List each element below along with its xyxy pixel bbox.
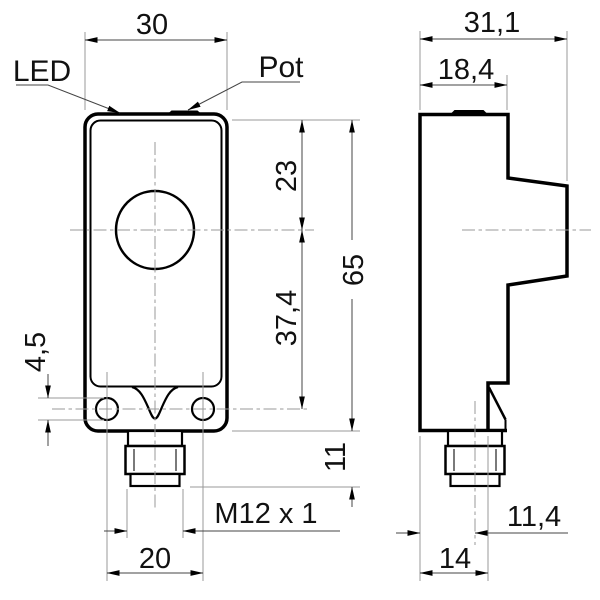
dim-connector-length-label: 11	[320, 442, 352, 472]
dim-hole-diameter-label: 4,5	[20, 332, 52, 372]
front-body	[83, 110, 229, 433]
front-centerlines	[52, 142, 314, 508]
front-housing-outline	[83, 112, 229, 433]
pot-leader	[187, 81, 300, 111]
dim-width-label: 30	[136, 9, 168, 41]
side-centerlines	[462, 229, 591, 545]
dim-connector-offset-label: 11,4	[507, 501, 561, 533]
front-dimension-lines	[45, 37, 355, 576]
dim-transducer-offset-label: 23	[271, 160, 303, 192]
front-extension-lines	[38, 32, 360, 581]
dim-bottom-depth-label: 14	[439, 543, 471, 575]
potentiometer-bump	[167, 110, 202, 115]
side-pot-bump	[450, 110, 488, 115]
side-notch-chamfer	[487, 386, 507, 421]
dim-total-depth-label: 31,1	[464, 7, 520, 39]
front-dimension-texts: 30 23 37,4 65 4,5 11 M12 x 1 20	[20, 9, 370, 575]
front-callouts: LED Pot	[13, 51, 304, 114]
dim-height-label: 65	[338, 254, 370, 286]
pot-label: Pot	[258, 51, 304, 84]
dim-body-depth-label: 18,4	[438, 54, 494, 86]
side-body	[418, 110, 569, 433]
dim-transducer-to-holes-label: 37,4	[271, 290, 303, 346]
dim-hole-spacing-label: 20	[139, 543, 171, 575]
led-label: LED	[13, 55, 71, 88]
side-dimension-lines	[396, 36, 568, 576]
side-extension-lines	[419, 31, 568, 581]
front-view: LED Pot 30 23 37,4 65 4,5 11 M12 x 1 20	[13, 9, 370, 581]
dim-thread-label: M12 x 1	[214, 498, 317, 530]
side-view: 31,1 18,4 11,4 14	[396, 7, 591, 581]
side-housing-outline	[418, 112, 569, 433]
led-leader	[16, 84, 121, 114]
front-faceplate-outline	[89, 119, 223, 388]
side-dimension-texts: 31,1 18,4 11,4 14	[438, 7, 561, 575]
